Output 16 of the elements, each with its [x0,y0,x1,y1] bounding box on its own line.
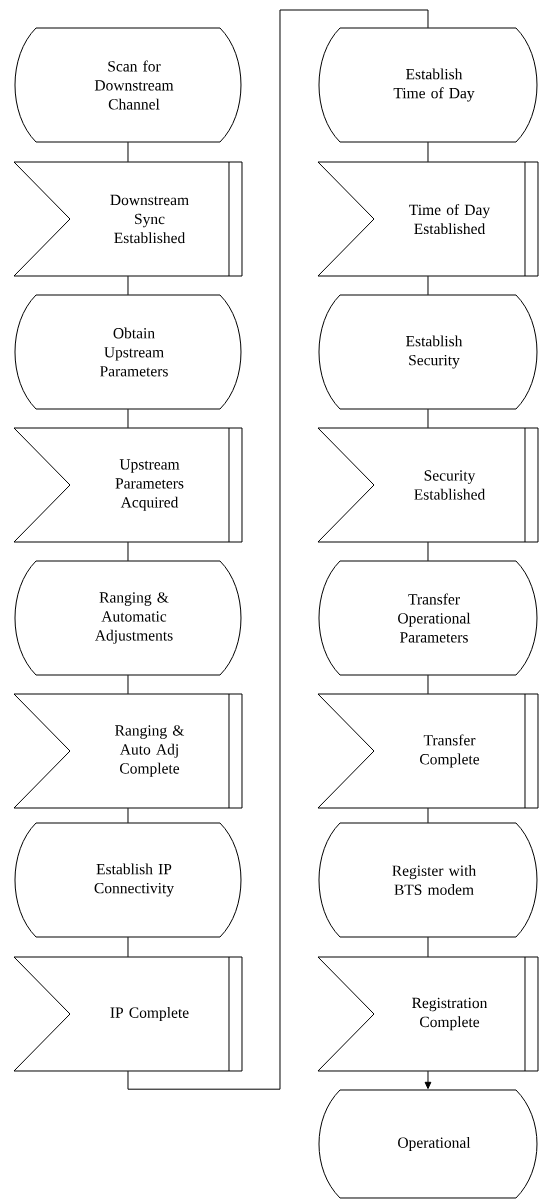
connector-line [127,541,129,562]
connector-line [127,141,129,163]
connector-line [127,408,129,429]
connector-line [427,275,429,296]
connector-line [127,807,129,824]
connector-line [427,674,429,695]
connector-line [127,275,129,296]
connector-line [427,936,429,958]
connector-line [127,9,429,1090]
connector-line [127,936,129,958]
connector-line [427,408,429,429]
arrow [424,1070,432,1090]
connector-line [427,541,429,562]
connector-line [427,807,429,824]
connector-line [127,674,129,695]
connector-line [427,141,429,163]
